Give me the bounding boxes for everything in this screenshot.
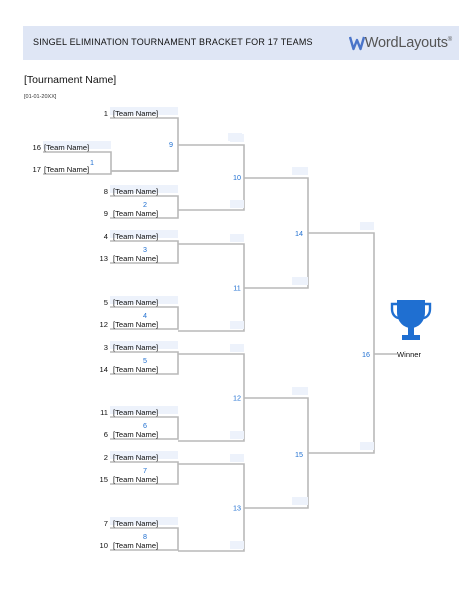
slot-bg: [110, 406, 178, 414]
match-number: 14: [295, 229, 303, 238]
team-name[interactable]: [Team Name]: [113, 541, 158, 550]
match-number: 15: [295, 450, 303, 459]
bracket-line: [110, 240, 179, 264]
seed-number: 4: [104, 232, 108, 241]
bracket-line: [110, 195, 179, 219]
match-number: 12: [233, 394, 241, 403]
match-number: 7: [143, 466, 147, 475]
slot-bg: [110, 296, 178, 304]
seed-number: 1: [104, 109, 108, 118]
match-number: 10: [233, 173, 241, 182]
seed-number: 8: [104, 187, 108, 196]
bracket-line: [110, 306, 179, 330]
trophy-icon: [390, 300, 432, 340]
slot-bg: [43, 141, 111, 149]
slot-bg: [360, 442, 374, 450]
seed-number: 9: [104, 209, 108, 218]
team-name[interactable]: [Team Name]: [113, 109, 158, 118]
tournament-date[interactable]: [01-01-20XX]: [24, 94, 57, 100]
slot-bg: [292, 277, 308, 285]
match-number: 16: [362, 350, 370, 359]
bracket-line: [110, 351, 179, 375]
slot-bg: [230, 321, 244, 329]
team-name[interactable]: [Team Name]: [113, 232, 158, 241]
match-number: 4: [143, 311, 147, 320]
slot-bg: [230, 200, 244, 208]
slot-bg: [360, 222, 374, 230]
slot-bg: [230, 344, 244, 352]
slot-bg: [230, 234, 244, 242]
slot-bg: [292, 497, 308, 505]
seed-number: 7: [104, 519, 108, 528]
slot-bg: [110, 451, 178, 459]
match-number: 13: [233, 504, 241, 513]
slot-bg: [230, 134, 244, 142]
seed-number: 12: [100, 320, 108, 329]
slot-bg: [110, 341, 178, 349]
team-name[interactable]: [Team Name]: [113, 408, 158, 417]
slot-bg: [110, 185, 178, 193]
bracket-line: [110, 527, 179, 551]
team-name[interactable]: [Team Name]: [113, 209, 158, 218]
match-number: 6: [143, 421, 147, 430]
bracket-line: [308, 232, 375, 454]
bracket-line: [110, 461, 179, 485]
team-name[interactable]: [Team Name]: [113, 298, 158, 307]
bracket-line: [43, 151, 112, 175]
team-name[interactable]: [Team Name]: [113, 475, 158, 484]
seed-number: 11: [100, 408, 108, 417]
match-number: 5: [143, 356, 147, 365]
match-number: 3: [143, 245, 147, 254]
match-number: 8: [143, 532, 147, 541]
logo-w-icon: [348, 36, 365, 51]
slot-bg: [230, 541, 244, 549]
seed-number: 13: [100, 254, 108, 263]
match-number: 1: [90, 158, 94, 167]
bracket-line: [110, 117, 179, 172]
team-name[interactable]: [Team Name]: [113, 430, 158, 439]
winner-label: Winner: [397, 350, 422, 359]
match-number: 9: [169, 140, 173, 149]
bracket-line: [110, 416, 179, 440]
seed-number: 16: [33, 143, 41, 152]
team-name[interactable]: [Team Name]: [113, 453, 158, 462]
match-number: 2: [143, 200, 147, 209]
team-name[interactable]: [Team Name]: [44, 165, 89, 174]
seed-number: 10: [100, 541, 108, 550]
bracket-title: SINGEL ELIMINATION TOURNAMENT BRACKET FO…: [33, 37, 313, 47]
team-name[interactable]: [Team Name]: [113, 187, 158, 196]
slot-bg: [110, 230, 178, 238]
tournament-name[interactable]: [Tournament Name]: [24, 74, 117, 86]
seed-number: 6: [104, 430, 108, 439]
team-name[interactable]: [Team Name]: [113, 519, 158, 528]
slot-bg: [230, 431, 244, 439]
match-number: 11: [233, 284, 240, 293]
logo-text: WordLayouts®: [364, 35, 452, 51]
team-name[interactable]: [Team Name]: [113, 254, 158, 263]
seed-number: 2: [104, 453, 108, 462]
seed-number: 5: [104, 298, 108, 307]
seed-number: 3: [104, 343, 108, 352]
team-name[interactable]: [Team Name]: [44, 143, 89, 152]
seed-number: 15: [100, 475, 108, 484]
slot-bg: [230, 454, 244, 462]
seed-number: 14: [100, 365, 108, 374]
wordlayouts-logo: WordLayouts®: [348, 31, 452, 55]
slot-bg: [292, 167, 308, 175]
team-name[interactable]: [Team Name]: [113, 320, 158, 329]
team-name[interactable]: [Team Name]: [113, 343, 158, 352]
seed-number: 17: [33, 165, 41, 174]
slot-bg: [110, 517, 178, 525]
slot-bg: [292, 387, 308, 395]
team-name[interactable]: [Team Name]: [113, 365, 158, 374]
slot-bg: [110, 107, 178, 115]
header-banner: SINGEL ELIMINATION TOURNAMENT BRACKET FO…: [23, 26, 459, 60]
